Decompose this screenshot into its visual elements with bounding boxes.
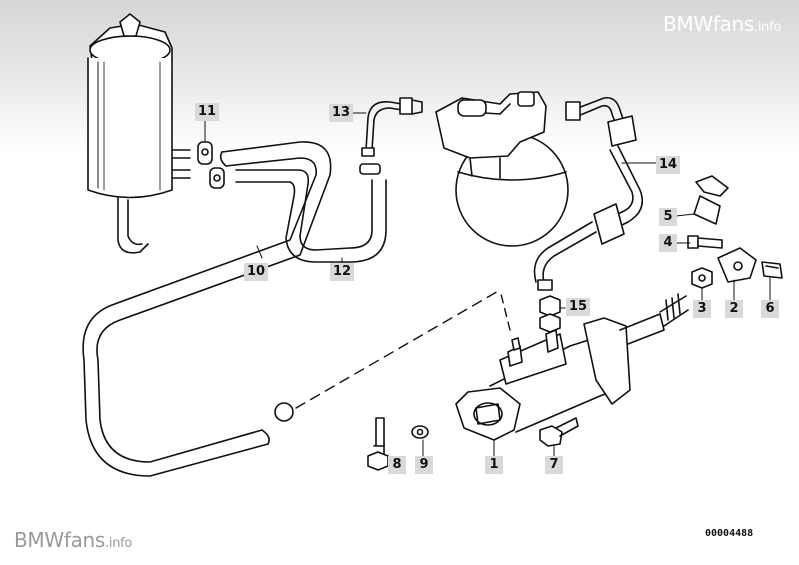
watermark-bottom-suffix: .info <box>105 536 133 551</box>
bolt-8 <box>367 417 389 471</box>
pressure-accumulator <box>435 91 569 247</box>
assembly-dashed-line-2 <box>499 289 511 331</box>
union-nut-15 <box>539 295 561 333</box>
hose-12 <box>235 163 387 263</box>
bolt-7 <box>539 417 579 447</box>
clip-6 <box>761 261 783 279</box>
callout-3: 3 <box>693 300 711 318</box>
callout-11: 11 <box>195 103 220 121</box>
pipe-14 <box>533 96 644 291</box>
callout-5: 5 <box>659 208 677 226</box>
washer-9 <box>411 425 429 439</box>
watermark-bottom: BMWfans.info <box>14 528 132 552</box>
callout-2: 2 <box>725 300 743 318</box>
watermark-top: BMWfans.info <box>663 12 781 36</box>
assembly-dashed-line <box>295 289 501 409</box>
master-cylinder <box>455 293 689 441</box>
callout-13: 13 <box>329 104 354 122</box>
callout-4: 4 <box>659 234 677 252</box>
hose-10 <box>82 141 332 477</box>
clip-5 <box>693 175 729 225</box>
callout-8: 8 <box>388 456 406 474</box>
hose-clamp-11 <box>197 141 225 189</box>
bolt-4 <box>687 235 723 249</box>
callout-15: 15 <box>566 298 591 316</box>
callout-9: 9 <box>415 456 433 474</box>
pipe-13 <box>361 97 423 157</box>
watermark-top-suffix: .info <box>753 20 781 35</box>
callout-1: 1 <box>485 456 503 474</box>
callout-6: 6 <box>761 300 779 318</box>
watermark-bottom-brand: BMWfans <box>14 528 106 552</box>
callout-14: 14 <box>656 156 681 174</box>
callout-12: 12 <box>330 263 355 281</box>
callout-7: 7 <box>545 456 563 474</box>
hose-clamp-lower <box>274 402 294 422</box>
nut-3 <box>691 267 713 289</box>
callout-10: 10 <box>244 263 269 281</box>
fluid-reservoir <box>87 13 191 254</box>
bracket-2 <box>717 247 757 283</box>
watermark-top-brand: BMWfans <box>662 12 754 36</box>
document-number: 00004488 <box>705 528 754 539</box>
